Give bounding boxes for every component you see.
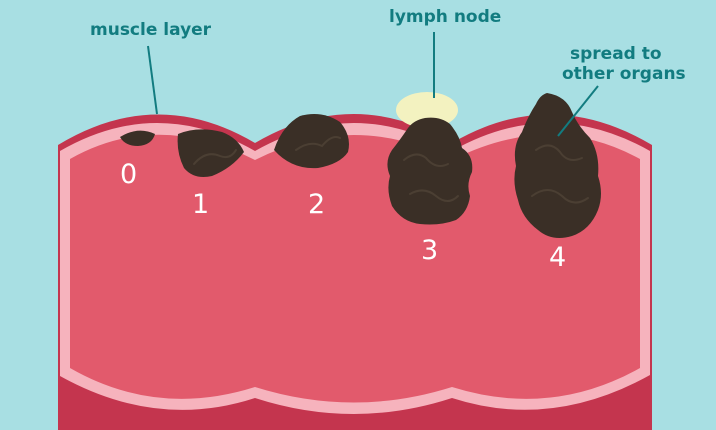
spread-label-line1: spread to xyxy=(570,44,662,64)
stage-1-label: 1 xyxy=(192,189,210,220)
tumor-stage-4 xyxy=(514,93,601,238)
stage-0-label: 0 xyxy=(120,159,138,190)
colon-interior xyxy=(70,134,640,403)
spread-pointer xyxy=(557,85,599,137)
muscle-layer-label: muscle layer xyxy=(90,20,212,40)
tumor-stage-3 xyxy=(387,117,473,225)
muscle-layer-pointer xyxy=(147,45,158,115)
tumor-stage-2 xyxy=(274,114,349,169)
tumor-texture xyxy=(193,136,589,204)
stage-4-label: 4 xyxy=(549,242,567,273)
tumor-stage-0 xyxy=(120,130,155,146)
stage-2-label: 2 xyxy=(308,189,326,220)
lymph-node xyxy=(396,92,458,128)
stage-3-label: 3 xyxy=(421,235,439,266)
lymph-node-label: lymph node xyxy=(389,7,502,27)
spread-label-line2: other organs xyxy=(562,64,686,84)
